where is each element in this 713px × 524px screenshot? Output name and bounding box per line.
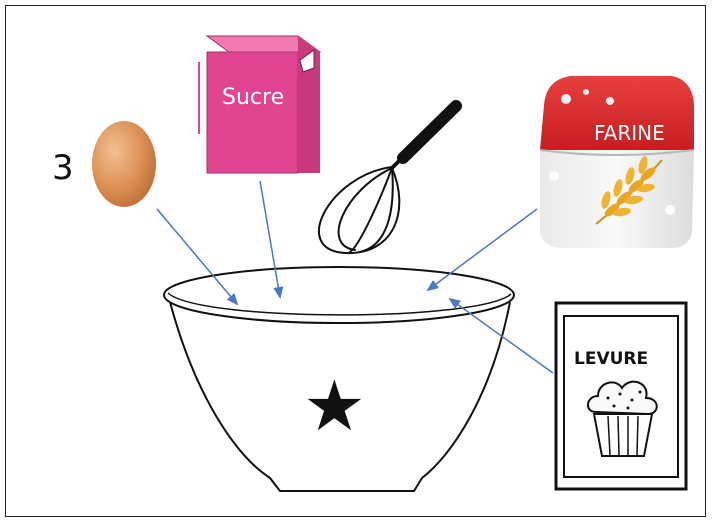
yeast-packet-icon: LEVURE [556, 303, 686, 489]
flour-bag-icon: FARINE [540, 76, 694, 248]
mixing-bowl: ★ [164, 267, 514, 491]
egg-count: 3 [52, 148, 74, 188]
flour-label: FARINE [594, 121, 665, 145]
egg-icon [92, 121, 156, 207]
whisk-icon [319, 106, 456, 253]
yeast-label: LEVURE [574, 349, 648, 369]
egg-group: 3 [52, 121, 156, 207]
star-icon: ★ [303, 365, 366, 447]
sugar-box-icon: Sucre [199, 36, 320, 173]
sugar-label: Sucre [222, 85, 284, 110]
arrow-flour [428, 209, 537, 290]
